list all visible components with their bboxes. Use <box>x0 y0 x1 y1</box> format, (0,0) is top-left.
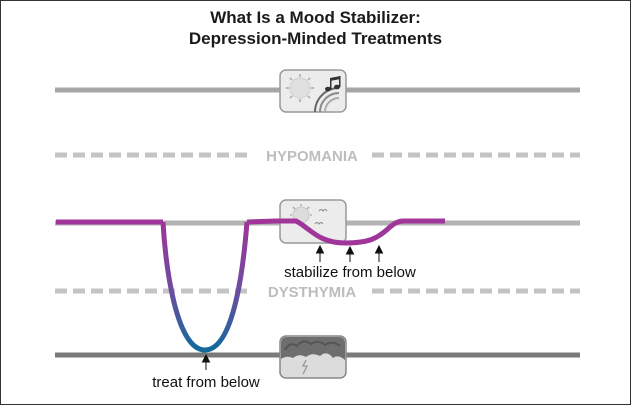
stabilize-arrows <box>315 244 384 262</box>
hypomania-label: HYPOMANIA <box>266 148 358 165</box>
dysthymia-label: DYSTHYMIA <box>268 284 357 301</box>
stabilize-label: stabilize from below <box>284 264 416 281</box>
storm-cloud-icon <box>279 335 347 379</box>
mood-curve-stabilized-segment <box>246 218 445 246</box>
mood-curve-depression-dip <box>160 221 250 353</box>
music-note-icon <box>325 76 341 92</box>
title-line-1: What Is a Mood Stabilizer: <box>210 8 421 27</box>
treat-label: treat from below <box>152 374 260 391</box>
title-line-2: Depression-Minded Treatments <box>188 29 443 48</box>
sun-birds-icon <box>279 199 347 244</box>
arrow-up-icon <box>315 244 325 262</box>
arrow-up-icon <box>374 244 384 262</box>
arrow-up-icon <box>345 245 355 262</box>
sun-music-icon <box>279 69 347 113</box>
arrow-up-icon <box>201 353 211 370</box>
